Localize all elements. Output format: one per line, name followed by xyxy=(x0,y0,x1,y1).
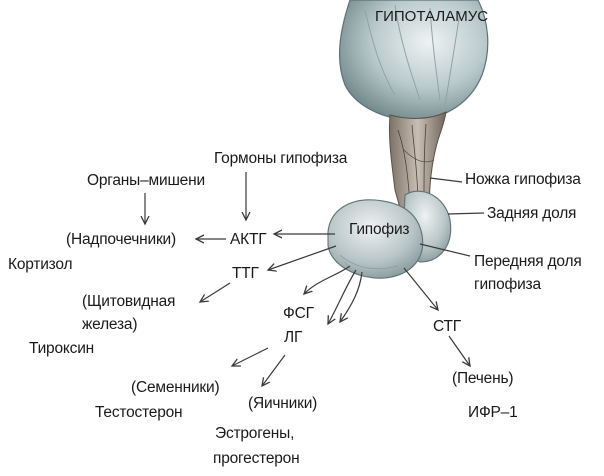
label-thyroxine: Тироксин xyxy=(29,340,95,357)
label-testes: (Семенники) xyxy=(131,379,220,396)
leader-anterior xyxy=(419,243,471,257)
arrow-lg-testes xyxy=(232,347,269,366)
label-anterior-lobe-2: гипофиза xyxy=(474,276,541,293)
arrow-pituitary-lg-2 xyxy=(340,271,363,322)
label-target-organs: Органы–мишени xyxy=(87,172,205,189)
label-liver: (Печень) xyxy=(452,370,514,387)
arrow-pituitary-fsg xyxy=(304,265,351,294)
label-lg: ЛГ xyxy=(284,329,303,346)
label-fsg: ФСГ xyxy=(283,305,314,322)
label-actg: АКТГ xyxy=(230,231,267,248)
label-anterior-lobe-1: Передняя доля xyxy=(474,253,582,270)
label-thyroid-2: железа) xyxy=(82,316,138,333)
arrow-ttg-thyroid xyxy=(200,282,231,302)
label-pituitary-stalk: Ножка гипофиза xyxy=(465,171,581,188)
label-ovaries: (Яичники) xyxy=(248,395,318,412)
label-pituitary: Гипофиз xyxy=(349,221,410,238)
pituitary-stalk-shape xyxy=(388,111,447,216)
leader-posterior xyxy=(447,212,485,215)
label-estrogens-1: Эстрогены, xyxy=(215,425,295,442)
arrow-stg-liver xyxy=(448,335,470,366)
arrow-pituitary-lg-1 xyxy=(328,269,357,324)
arrow-pituitary-stg xyxy=(403,267,438,310)
label-estrogens-2: прогестерон xyxy=(213,450,300,467)
arrow-lg-ovaries xyxy=(262,354,286,386)
label-adrenals: (Надпочечники) xyxy=(66,231,176,248)
arrow-pituitary-ttg xyxy=(268,245,337,270)
label-ttg: ТТГ xyxy=(232,265,259,282)
label-thyroid-1: (Щитовидная xyxy=(82,293,176,310)
label-igf: ИФР–1 xyxy=(468,404,518,421)
leader-stalk xyxy=(429,177,463,183)
label-posterior-lobe: Задняя доля xyxy=(487,205,577,222)
label-stg: СТГ xyxy=(433,318,461,335)
label-hypothalamus: ГИПОТАЛАМУС xyxy=(375,8,489,25)
label-cortisol: Кортизол xyxy=(8,256,73,273)
label-testosterone: Тестостерон xyxy=(95,404,183,421)
label-pituitary-hormones: Гормоны гипофиза xyxy=(214,150,348,167)
